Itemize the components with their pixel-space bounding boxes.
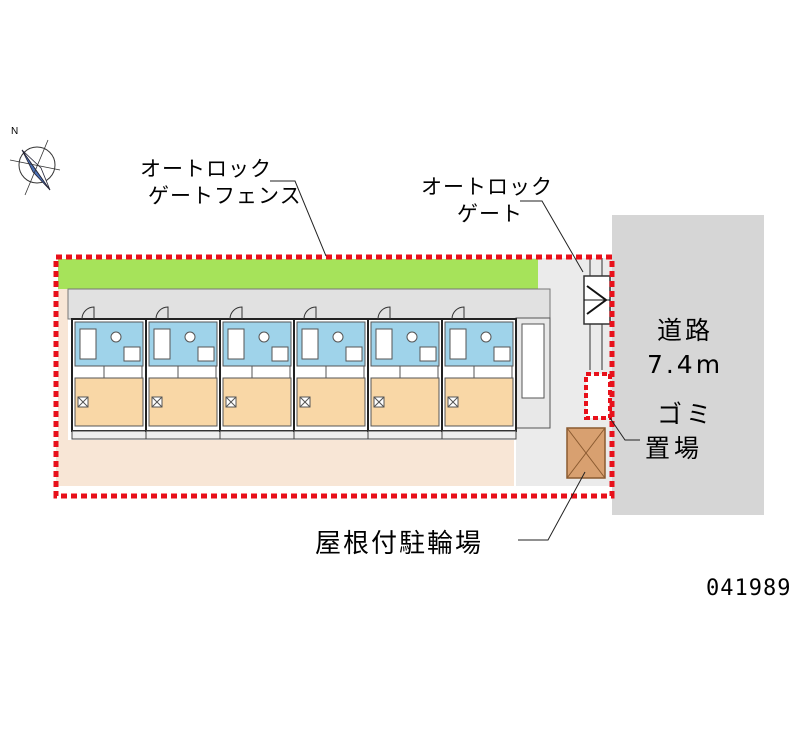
corridor [67,288,551,320]
unit [367,306,443,440]
autolock-gate-line-1: オートロック [421,175,553,199]
road-width: 7.4m [646,350,724,379]
property-code: 041989 [706,576,792,601]
yard [56,440,514,486]
staircase [515,317,551,429]
garbage-area [584,372,612,420]
autolock-fence-line-2: ゲートフェンス [148,184,302,208]
garbage-label: ゴミ 置場 [645,398,715,466]
bicycle-parking-label: 屋根付駐輪場 [315,529,484,559]
unit [71,306,147,440]
units-row [71,306,517,440]
green-strip [58,259,538,289]
autolock-gate-label: オートロック ゲート [421,174,553,228]
road-label: 道路 7.4m [630,314,740,382]
side-strip [58,289,68,440]
autolock-fence-line-1: オートロック [140,157,272,181]
garbage-line-2: 置場 [645,434,704,463]
bicycle-shed [566,427,606,479]
autolock-fence-label: オートロック ゲートフェンス [140,156,302,210]
road-name: 道路 [656,316,713,345]
north-label: N [11,126,19,137]
autolock-gate-symbol [583,275,611,325]
unit [441,306,517,440]
site-boundary [53,254,615,499]
leader-lines [270,180,640,541]
unit [219,306,295,440]
autolock-gate-line-2: ゲート [457,202,523,226]
garbage-line-1: ゴミ [657,400,716,429]
north-arrow-icon [9,139,61,196]
unit [293,306,369,440]
unit [145,306,221,440]
road [612,215,764,515]
